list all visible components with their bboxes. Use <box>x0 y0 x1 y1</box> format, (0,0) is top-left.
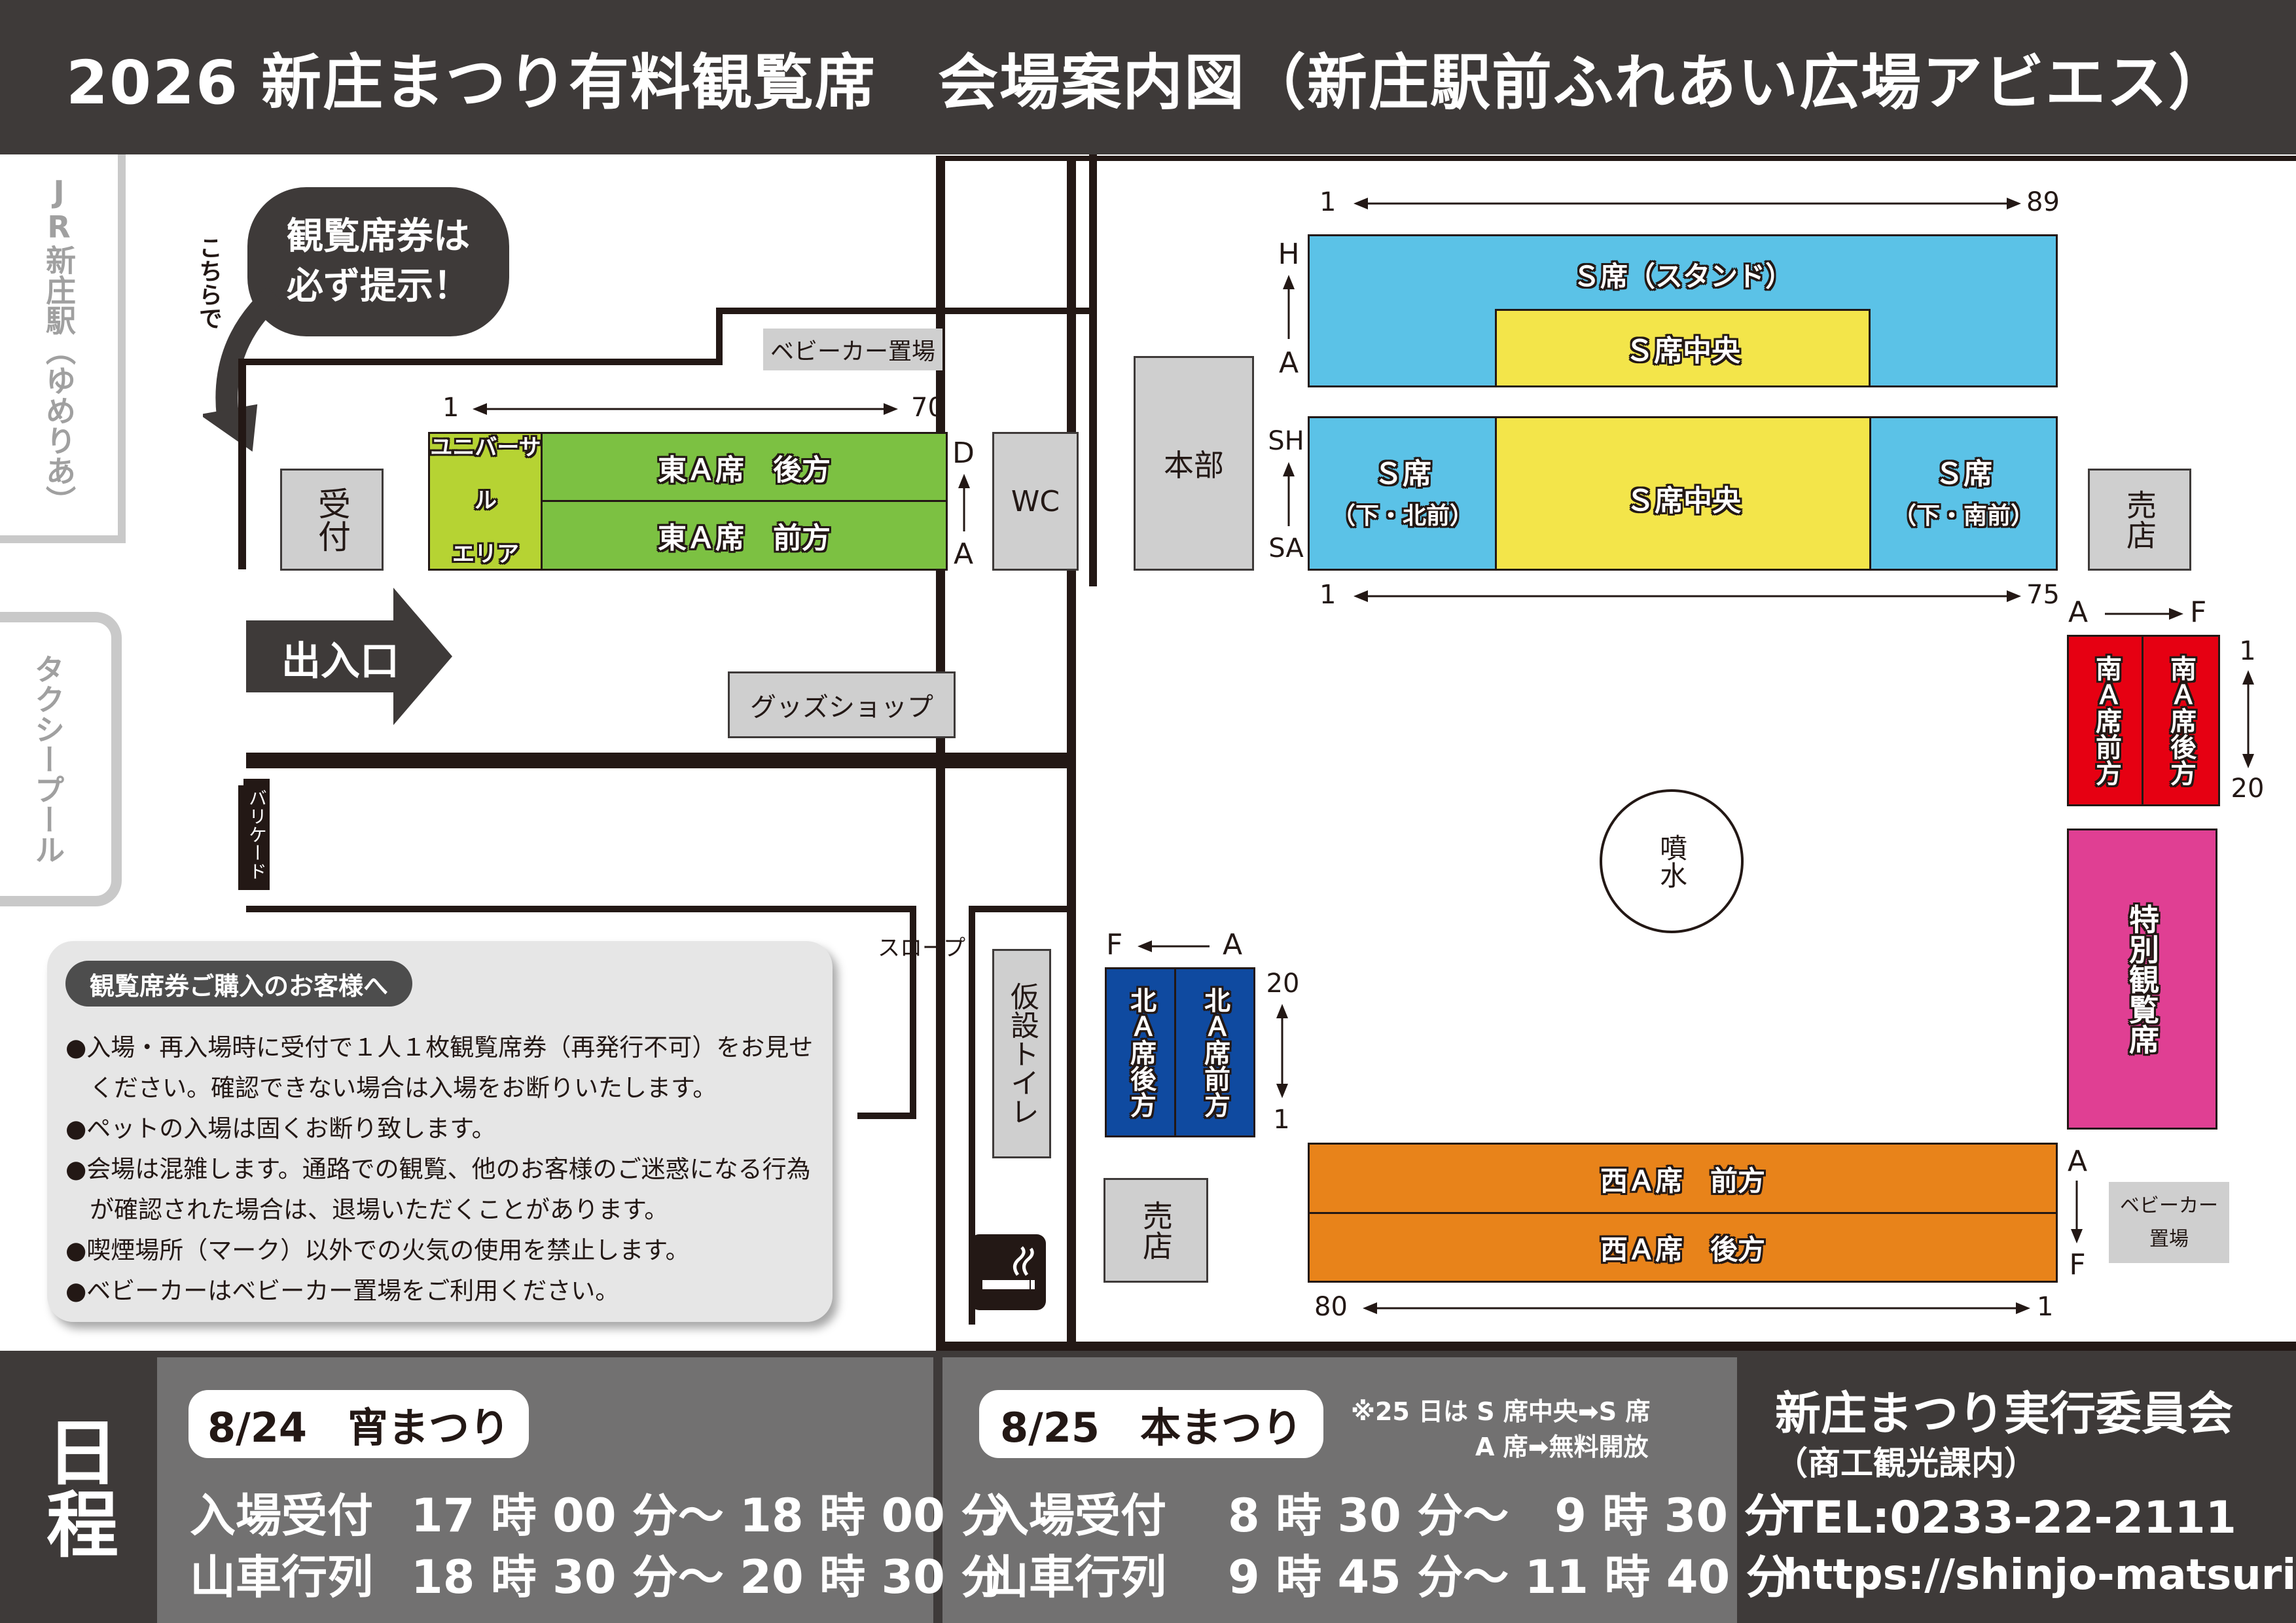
goods-shop: グッズショップ <box>728 671 956 738</box>
west-a-rear: 西Ａ席 後方 <box>1308 1212 2058 1283</box>
north-a-front: 北Ａ席前方 <box>1174 967 1255 1137</box>
notice-line: ●会場は混雑します。通路での観覧、他のお客様のご迷惑になる行為 <box>65 1155 811 1183</box>
notice-line: が確認された場合は、退場いただくことがあります。 <box>65 1196 669 1224</box>
south-num-top: 1 <box>2239 636 2256 666</box>
notice-line: ●ペットの入場は固くお断り致します。 <box>65 1115 496 1143</box>
s-center-upper: Ｓ席中央 <box>1495 309 1871 387</box>
plaza-inner-wall <box>1067 160 1076 1351</box>
fountain: 噴水 <box>1600 789 1744 933</box>
organizer-dept: （商工観光課内） <box>1775 1444 2037 1482</box>
temporary-toilet: 仮設トイレ <box>992 949 1051 1158</box>
smoking-area-icon <box>970 1234 1046 1310</box>
north-num-bottom: 1 <box>1273 1105 1290 1135</box>
day2-entry-time: 8 時 30 分～ 9 時 30 分 <box>1228 1489 1790 1543</box>
north-num-top: 20 <box>1266 969 1300 999</box>
notice-line: ●ベビーカーはベビーカー置場をご利用ください。 <box>65 1277 620 1305</box>
s-lower-row-top: SH <box>1268 426 1304 456</box>
schedule-label: 日程 <box>34 1415 118 1559</box>
s-lower-row-bottom: SA <box>1268 533 1304 563</box>
east-a-front: 東Ａ席 前方 <box>541 500 948 571</box>
south-a-front: 南Ａ席前方 <box>2067 635 2145 806</box>
s-lower-north: Ｓ席（下・北前） <box>1308 416 1498 571</box>
east-number-arrow: 1 70 <box>442 393 944 423</box>
page-title: 2026 新庄まつり有料観覧席 会場案内図（新庄駅前ふれあい広場アビエス） <box>65 47 2231 118</box>
north-row-arrow: F A <box>1106 928 1243 961</box>
notice-line: ●喫煙場所（マーク）以外での火気の使用を禁止します。 <box>65 1236 690 1264</box>
universal-area: ユニバーサルエリア <box>428 432 543 571</box>
taxi-pool-label: タクシープール <box>0 612 122 906</box>
s-upper-row-arrow <box>1283 275 1295 339</box>
wall-slope-h <box>857 1113 916 1119</box>
s-upper-row-top: H <box>1278 237 1300 271</box>
wall-upper-right-v <box>1089 154 1097 586</box>
stroller-parking-west: ベビーカー置場 <box>2109 1182 2229 1263</box>
ticket-callout: 観覧席券は必ず提示！ <box>247 187 509 336</box>
west-number-arrow: 80 1 <box>1314 1292 2054 1322</box>
west-a-front: 西Ａ席 前方 <box>1308 1143 2058 1215</box>
s-upper-row-bottom: A <box>1278 346 1299 380</box>
stroller-parking: ベビーカー置場 <box>763 329 942 370</box>
day1-entry-time: 17 時 00 分～ 18 時 00 分 <box>411 1489 1007 1543</box>
notice-line: ください。確認できない場合は入場をお断りいたします。 <box>65 1074 717 1102</box>
east-row-top: D <box>952 436 975 470</box>
south-num-bottom: 20 <box>2231 774 2265 804</box>
north-a-rear: 北Ａ席後方 <box>1105 967 1177 1137</box>
wall-toilet-top <box>969 906 1073 912</box>
wc-booth: WC <box>992 432 1079 571</box>
reception-booth: 受付 <box>280 469 384 571</box>
west-row-top: A <box>2067 1144 2088 1178</box>
west-row-arrow <box>2071 1181 2083 1243</box>
day2-parade-time: 9 時 45 分～ 11 時 40 分 <box>1228 1550 1792 1604</box>
callout-arrow <box>203 288 283 452</box>
west-row-bottom: F <box>2069 1247 2086 1281</box>
s-lower-row-arrow <box>1283 462 1295 526</box>
organizer-url[interactable]: https://shinjo-matsuri.jp <box>1783 1551 2296 1599</box>
day1-entry-label: 入場受付 <box>190 1489 373 1543</box>
s-upper-number-arrow: 1 89 <box>1319 187 2060 217</box>
s-center-lower: Ｓ席中央 <box>1495 416 1872 571</box>
day1-parade-label: 山車行列 <box>190 1550 373 1604</box>
day2-note-1: ※25 日は S 席中央➡S 席 <box>1351 1397 1651 1426</box>
east-row-bottom: A <box>953 537 974 571</box>
notice-title: 観覧席券ご購入のお客様へ <box>65 961 412 1007</box>
slope-label: スロープ <box>878 935 965 961</box>
special-seats: 特別観覧席 <box>2067 829 2217 1130</box>
here-label: こちらで <box>195 236 222 330</box>
south-row-arrow: A F <box>2068 596 2207 629</box>
barricade: バリケード <box>243 779 270 890</box>
shop-west: 売店 <box>1103 1178 1208 1283</box>
east-a-rear: 東Ａ席 後方 <box>541 432 948 503</box>
s-lower-number-arrow: 1 75 <box>1319 580 2060 610</box>
east-row-arrow <box>958 474 970 531</box>
day1-date: 8/24 宵まつり <box>188 1390 529 1458</box>
notice-line: ●入場・再入場時に受付で１人１枚観覧席券（再発行不可）をお見せ <box>65 1033 814 1061</box>
day2-date: 8/25 本まつり <box>979 1390 1323 1458</box>
wall-upper-v1 <box>716 308 723 365</box>
wall-mid-h <box>246 753 1072 768</box>
wall-upper-h1 <box>238 359 720 365</box>
headquarters: 本部 <box>1134 356 1254 571</box>
day2-note-2: A 席➡無料開放 <box>1475 1433 1649 1461</box>
day1-parade-time: 18 時 30 分～ 20 時 30 分 <box>411 1550 1007 1604</box>
wall-upper-h2 <box>716 308 1096 314</box>
wall-left-upper <box>238 360 246 569</box>
wall-bottom-h <box>246 906 914 912</box>
entrance-arrow <box>246 588 452 725</box>
wall-slope-v <box>910 906 916 1115</box>
shop-east: 売店 <box>2088 469 2191 571</box>
wall-toilet-outer <box>969 906 975 1325</box>
header-bar <box>0 0 2296 154</box>
south-a-rear: 南Ａ席後方 <box>2142 635 2220 806</box>
s-lower-south: Ｓ席（下・南前） <box>1869 416 2058 571</box>
organizer-tel: TEL:0233-22-2111 <box>1783 1492 2236 1544</box>
north-num-arrow <box>1276 1004 1288 1098</box>
organizer-name: 新庄まつり実行委員会 <box>1775 1387 2233 1440</box>
entrance-label: 出入口 <box>281 638 399 685</box>
day2-entry-label: 入場受付 <box>983 1489 1166 1543</box>
south-num-arrow <box>2242 670 2254 768</box>
station-label: JR新庄駅（ゆめりあ） <box>0 154 126 543</box>
day2-parade-label: 山車行列 <box>983 1550 1166 1604</box>
